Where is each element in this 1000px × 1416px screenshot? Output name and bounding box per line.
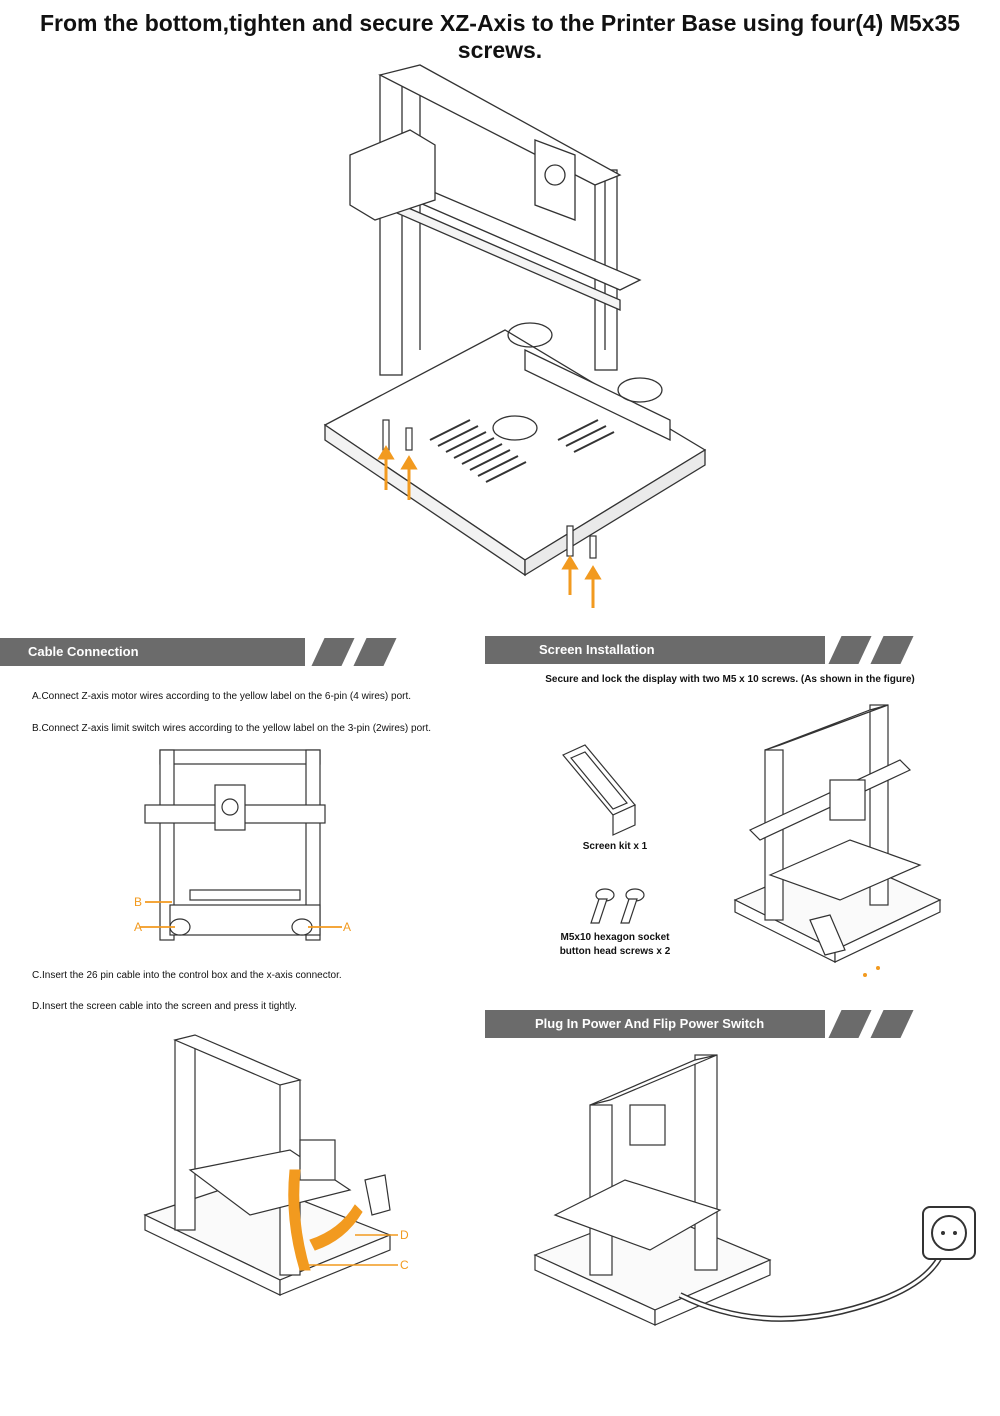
screw-caption-line1: M5x10 hexagon socket — [560, 932, 670, 943]
cable-step-a: A.Connect Z-axis motor wires according t… — [32, 691, 412, 702]
cable-connection-title: Cable Connection — [28, 644, 139, 659]
band-stripe — [870, 636, 914, 664]
label-b: B — [134, 895, 143, 909]
cable-step-c: C.Insert the 26 pin cable into the contr… — [32, 970, 342, 981]
screen-kit-illustration — [562, 744, 636, 836]
screw-caption-line2: button head screws x 2 — [559, 946, 671, 957]
screen-kit-caption: Screen kit x 1 — [582, 841, 648, 852]
screen-installation-title: Screen Installation — [539, 642, 655, 657]
screen-instruction: Secure and lock the display with two M5 … — [545, 674, 915, 685]
band-stripe — [353, 638, 397, 666]
assembled-printer-illustration — [733, 704, 942, 977]
power-plug-illustration — [533, 1054, 976, 1326]
label-d: D — [400, 1228, 409, 1242]
power-header: Plug In Power And Flip Power Switch — [485, 1010, 915, 1038]
band-stripe — [828, 636, 872, 664]
cable-step-d: D.Insert the screen cable into the scree… — [32, 1001, 297, 1012]
band-stripe — [828, 1010, 872, 1038]
power-title: Plug In Power And Flip Power Switch — [535, 1016, 765, 1031]
front-view-illustration — [140, 749, 342, 941]
label-c: C — [400, 1258, 409, 1272]
cable-connection-header: Cable Connection — [0, 638, 400, 666]
band-stripe — [870, 1010, 914, 1038]
label-a-left: A — [134, 920, 143, 934]
screws-illustration — [590, 888, 645, 924]
screen-installation-header: Screen Installation — [485, 636, 915, 664]
label-a-right: A — [343, 920, 352, 934]
band-stripe — [311, 638, 355, 666]
page-title: From the bottom,tighten and secure XZ-Ax… — [39, 10, 961, 63]
cable-step-b: B.Connect Z-axis limit switch wires acco… — [32, 723, 432, 734]
cable-routing-illustration — [143, 1034, 398, 1296]
xz-axis-base-illustration — [323, 64, 707, 608]
